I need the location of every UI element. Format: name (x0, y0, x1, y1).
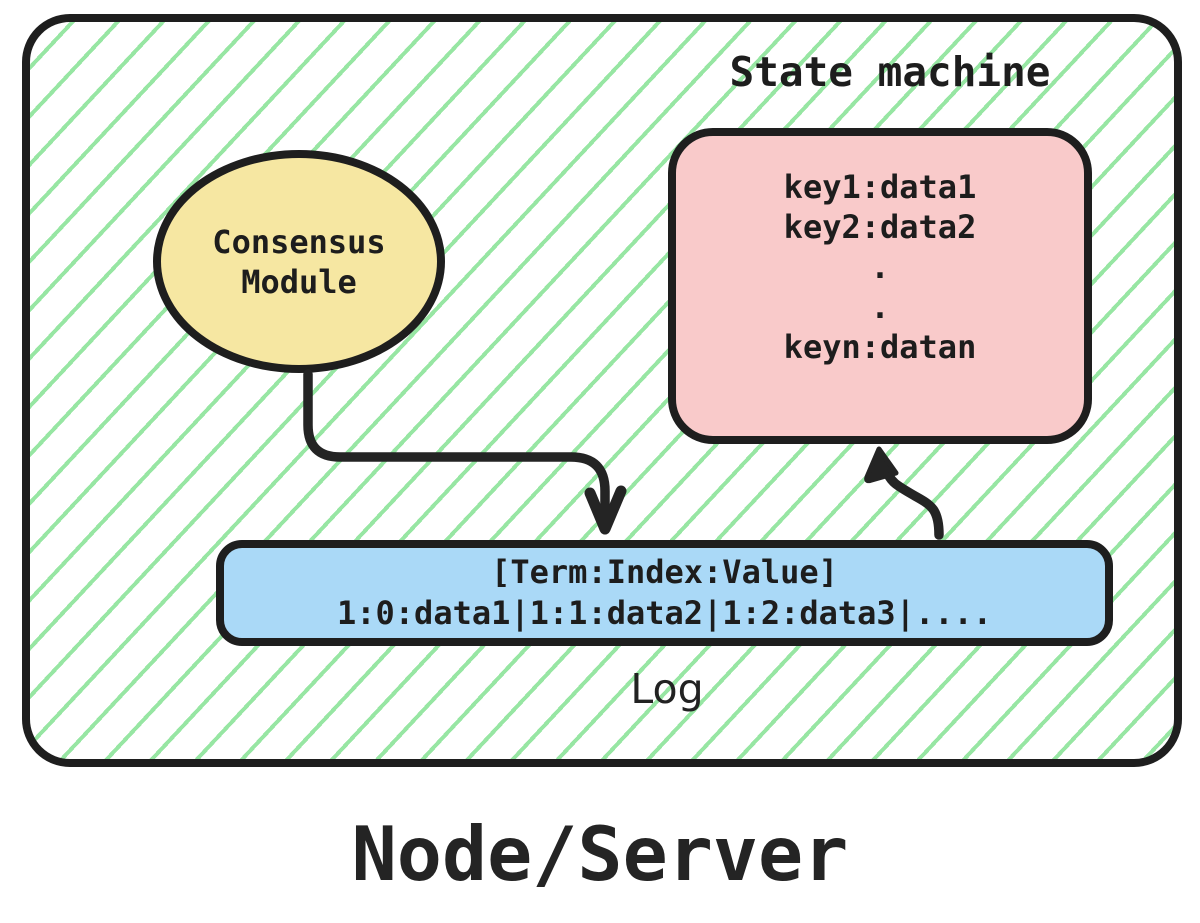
consensus-module-ellipse: Consensus Module (153, 150, 445, 373)
log-entries: 1:0:data1|1:1:data2|1:2:data3|.... (336, 594, 993, 632)
state-machine-label: State machine (729, 48, 1051, 96)
state-machine-entry: keyn:datan (783, 328, 977, 366)
state-machine-entry: key2:data2 (783, 208, 977, 246)
state-machine-box: key1:data1 key2:data2 . . keyn:datan (668, 128, 1092, 444)
diagram-title: Node/Server (351, 810, 849, 898)
state-machine-ellipsis-dot: . (870, 248, 890, 286)
log-header: [Term:Index:Value] (491, 553, 838, 591)
consensus-module-label-line2: Module (241, 262, 357, 301)
state-machine-entry: key1:data1 (783, 168, 977, 206)
log-label: Log (630, 665, 704, 713)
state-machine-ellipsis-dot: . (870, 288, 890, 326)
log-box: [Term:Index:Value] 1:0:data1|1:1:data2|1… (216, 540, 1113, 646)
consensus-module-label-line1: Consensus (212, 222, 386, 261)
